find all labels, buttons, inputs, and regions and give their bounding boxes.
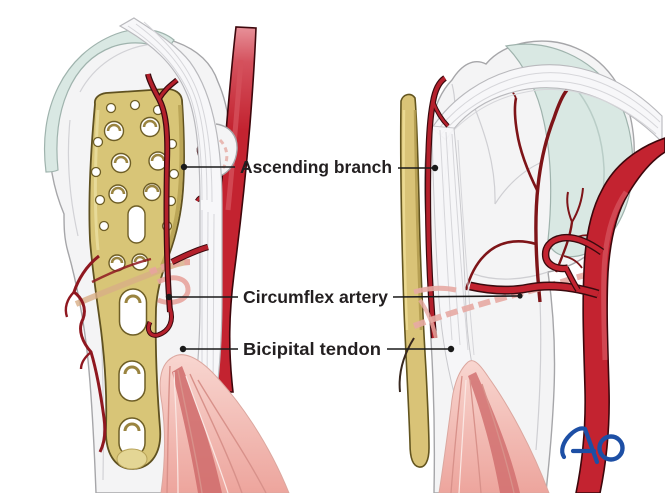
artery-highlight [601, 190, 629, 361]
ao-logo [560, 426, 625, 465]
annotations: Ascending branch Circumflex artery Bicip… [165, 157, 523, 359]
edge-on-plate-right [399, 93, 430, 468]
ascending-branch-artery-right [424, 75, 450, 339]
muscle-striations [450, 375, 515, 493]
posterior-loop-branch [541, 233, 605, 292]
ghost-circumflex-dashes [148, 259, 191, 275]
left-figure [44, 17, 290, 493]
right-figure [398, 40, 665, 493]
tendon-strand-lines [127, 21, 215, 399]
leader-line [392, 295, 519, 298]
muscle-dark-band [468, 372, 520, 493]
ghost-vessel-in-tuberosity [218, 138, 229, 169]
ascending-branch-artery-left [145, 73, 209, 338]
slot-inner-shadows [123, 294, 142, 432]
artery-body [575, 137, 665, 493]
label-circumflex-artery: Circumflex artery [243, 287, 388, 307]
bicipital-tendon-left [118, 17, 223, 409]
plate-hole [168, 168, 180, 180]
muscle-striations [166, 365, 267, 493]
label-bicipital-tendon: Bicipital tendon [243, 339, 381, 359]
leader-dot [431, 164, 439, 172]
plate-hole [105, 102, 117, 114]
muscle-dark-band [172, 366, 222, 493]
pectoralis-muscle-left [159, 354, 290, 493]
plate-hole [90, 166, 102, 178]
tendon-strand-lines [435, 72, 661, 141]
leader-dot [447, 345, 455, 353]
plate-combi-slots [118, 288, 148, 457]
plate-edge-highlight [93, 109, 100, 251]
ghost-circumflex-right [412, 268, 601, 339]
muscle-highlight-striations [173, 371, 229, 493]
leader-lines [165, 163, 523, 353]
plate-oblong-hole [127, 205, 146, 244]
artery-highlight [225, 59, 244, 211]
medial-vessel-branches-left [64, 254, 152, 453]
axillary-artery-right [469, 137, 665, 493]
muscle-highlight-striation [458, 379, 467, 493]
screw-hole-inner-rings [106, 119, 166, 195]
pectoralis-muscle-right [438, 360, 550, 493]
ao-logo-letter-o [597, 434, 625, 462]
suture-curve [398, 337, 415, 393]
plate-body [399, 93, 430, 468]
label-ascending-branch: Ascending branch [240, 157, 392, 177]
ao-logo-letter-a [560, 426, 600, 465]
leader-dot [517, 293, 523, 299]
plate-hole [94, 194, 106, 206]
plate-hole [129, 99, 141, 111]
plate-tip-facet [116, 448, 148, 470]
plate-hole [98, 220, 110, 232]
plate-shade [413, 109, 423, 331]
plate-highlight [402, 109, 409, 331]
supraspinatus-tendon-right [431, 64, 663, 144]
plate-hole [92, 136, 104, 148]
